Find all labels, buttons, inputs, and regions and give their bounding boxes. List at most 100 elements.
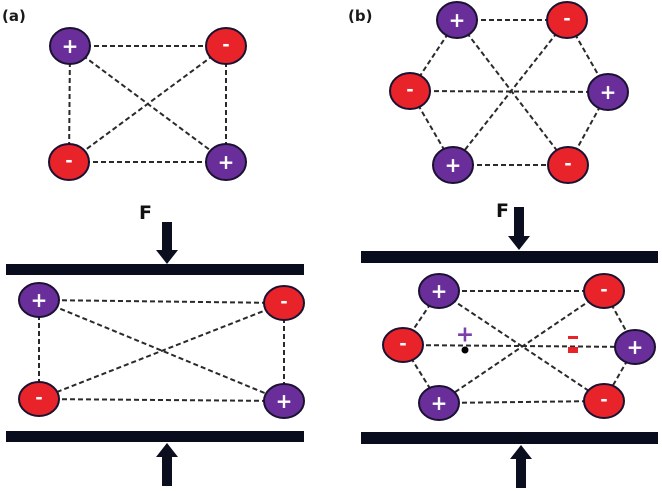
anion-circle (263, 285, 305, 321)
panel-label-b: (b) (348, 7, 372, 25)
ions-b-compressed: + - - + + - (382, 273, 656, 421)
anion-top-right: - (546, 1, 588, 39)
bond-line (574, 33, 601, 79)
anion-circle (547, 146, 589, 184)
plus-sign: + (276, 389, 293, 413)
bond-layer (38, 19, 629, 404)
plus-sign: + (627, 335, 644, 359)
plus-sign: + (431, 279, 448, 303)
positive-center-sign: + (456, 323, 474, 348)
bond-line (68, 61, 71, 147)
force-arrow-up-icon (156, 443, 178, 486)
positive-charge-center: + (456, 323, 474, 354)
anion-circle (583, 383, 625, 419)
bond-line (610, 303, 629, 335)
force-arrow-down-icon (156, 222, 178, 264)
bottom-compression-plate-b (361, 432, 658, 444)
bond-line (425, 90, 593, 93)
plus-sign: + (445, 153, 462, 177)
bond-line (410, 357, 432, 391)
anion-mid-left: - (389, 72, 431, 110)
cation-bottom-left: + (418, 385, 460, 421)
lattice-b-relaxed (417, 19, 602, 166)
plus-sign: + (431, 391, 448, 415)
minus-sign: - (600, 280, 607, 301)
force-arrow-down-icon (508, 207, 530, 250)
plus-sign: + (600, 80, 617, 104)
lattice-b-compressed (410, 290, 629, 404)
cation-circle (436, 1, 478, 39)
anion-bottom-left: - (18, 381, 60, 417)
bond-line (610, 359, 629, 389)
plus-sign: + (449, 8, 466, 32)
cation-circle (418, 385, 460, 421)
bond-line (450, 298, 593, 396)
anion-circle (382, 327, 424, 363)
anion-circle (546, 1, 588, 39)
bond-line (53, 398, 270, 402)
bottom-compression-plate-a (6, 431, 304, 442)
minus-sign: - (222, 35, 229, 56)
bond-line (417, 344, 621, 348)
anion-mid-left: - (382, 327, 424, 363)
anion-circle (583, 273, 625, 309)
cation-mid-right: + (587, 73, 629, 111)
force-arrow-up-icon (510, 445, 532, 488)
lattice-a-relaxed (68, 45, 227, 163)
ions-b-relaxed: + - - + + - (389, 1, 629, 184)
cation-bottom-left: + (432, 146, 474, 184)
center-dot (568, 347, 578, 353)
cation-circle (432, 146, 474, 184)
top-compression-plate-b (361, 251, 658, 263)
minus-sign: - (280, 292, 287, 313)
bond-line (410, 302, 432, 334)
bond-line (465, 32, 560, 153)
negative-charge-center (568, 336, 578, 353)
force-label-a: F (139, 202, 152, 224)
negative-center-sign (568, 336, 578, 339)
bond-line (52, 307, 271, 395)
ions-a-relaxed: + - - + (48, 27, 247, 181)
bond-line (417, 32, 450, 79)
anion-bottom-left: - (48, 143, 90, 181)
panel-label-a: (a) (2, 7, 26, 25)
minus-sign: - (35, 388, 42, 409)
plus-sign: + (31, 288, 48, 312)
bond-line (52, 304, 271, 397)
minus-sign: - (399, 334, 406, 355)
cation-top-left: + (418, 273, 460, 309)
plus-sign: + (218, 150, 235, 174)
anion-circle (18, 381, 60, 417)
cation-top-left: + (49, 27, 91, 65)
cation-circle (49, 27, 91, 65)
ion-layer: + - - + + - - + + - + - - + + - - + + - (18, 1, 656, 421)
bond-line (453, 400, 590, 404)
minus-sign: - (600, 390, 607, 411)
top-compression-plate-a (6, 264, 304, 275)
cation-top-left: + (18, 282, 60, 318)
cation-mid-right: + (614, 329, 656, 365)
minus-sign: - (65, 151, 72, 172)
cation-circle (587, 73, 629, 111)
compression-apparatus (6, 207, 658, 488)
ions-a-compressed: + - - + (18, 282, 305, 419)
force-label-b: F (496, 200, 509, 222)
cation-circle (205, 143, 247, 181)
anion-bottom-right: - (583, 383, 625, 419)
lattice-a-compressed (38, 299, 285, 402)
minus-sign: - (406, 80, 413, 101)
anion-top-right: - (263, 285, 305, 321)
cation-circle (18, 282, 60, 318)
bond-line (53, 299, 270, 304)
bond-line (462, 31, 558, 154)
charge-center-layer: + (456, 323, 578, 354)
cation-bottom-right: + (263, 383, 305, 419)
cation-circle (418, 273, 460, 309)
anion-bottom-right: - (547, 146, 589, 184)
bond-line (574, 105, 602, 152)
minus-sign: - (564, 154, 571, 175)
anion-circle (205, 27, 247, 65)
anion-circle (389, 72, 431, 110)
